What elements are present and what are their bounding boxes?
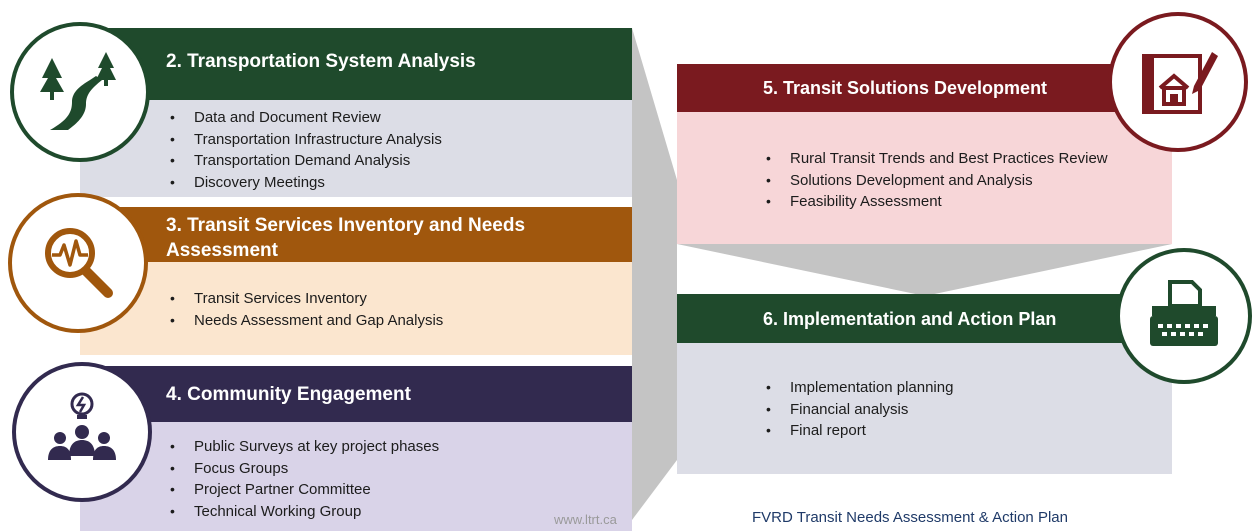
list-item: Focus Groups bbox=[166, 458, 439, 480]
panel-3-title: 3. Transit Services Inventory and Needs … bbox=[166, 213, 525, 263]
list-item: Transportation Demand Analysis bbox=[166, 150, 442, 172]
panel-2-title: 2. Transportation System Analysis bbox=[166, 51, 476, 72]
list-item: Final report bbox=[762, 420, 953, 442]
panel-4-list: Public Surveys at key project phases Foc… bbox=[166, 436, 439, 522]
panel-6-list: Implementation planning Financial analys… bbox=[762, 377, 953, 442]
typewriter-icon bbox=[1116, 248, 1252, 384]
panel-2-header bbox=[80, 28, 632, 100]
watermark: www.ltrt.ca bbox=[554, 512, 617, 527]
list-item: Technical Working Group bbox=[166, 501, 439, 523]
list-item: Implementation planning bbox=[762, 377, 953, 399]
panel-4-title: 4. Community Engagement bbox=[166, 384, 411, 405]
list-item: Needs Assessment and Gap Analysis bbox=[166, 310, 443, 332]
list-item: Solutions Development and Analysis bbox=[762, 170, 1108, 192]
magnifier-pulse-icon bbox=[8, 193, 148, 333]
panel-3-title-line1: 3. Transit Services Inventory and Needs bbox=[166, 215, 526, 236]
list-item: Discovery Meetings bbox=[166, 172, 442, 194]
panel-3-title-line2: Assessment bbox=[166, 240, 278, 261]
list-item: Feasibility Assessment bbox=[762, 191, 1108, 213]
list-item: Transit Services Inventory bbox=[166, 288, 443, 310]
panel-5-list: Rural Transit Trends and Best Practices … bbox=[762, 148, 1108, 213]
list-item: Rural Transit Trends and Best Practices … bbox=[762, 148, 1108, 170]
panel-5-title: 5. Transit Solutions Development bbox=[763, 78, 1048, 98]
list-item: Public Surveys at key project phases bbox=[166, 436, 439, 458]
list-item: Financial analysis bbox=[762, 399, 953, 421]
panel-2-list: Data and Document Review Transportation … bbox=[166, 107, 442, 193]
list-item: Transportation Infrastructure Analysis bbox=[166, 129, 442, 151]
panel-3-header bbox=[80, 207, 632, 262]
panel-6-title: 6. Implementation and Action Plan bbox=[763, 309, 1057, 329]
list-item: Data and Document Review bbox=[166, 107, 442, 129]
panel-6-header bbox=[677, 294, 1132, 343]
list-item: Project Partner Committee bbox=[166, 479, 439, 501]
footer-caption: FVRD Transit Needs Assessment & Action P… bbox=[752, 509, 1068, 526]
people-idea-icon bbox=[12, 362, 152, 502]
blueprint-house-icon bbox=[1108, 12, 1248, 152]
panel-5-header bbox=[677, 64, 1132, 112]
road-trees-icon bbox=[10, 22, 150, 162]
panel-3-list: Transit Services Inventory Needs Assessm… bbox=[166, 288, 443, 331]
panel-4-header bbox=[80, 366, 632, 422]
